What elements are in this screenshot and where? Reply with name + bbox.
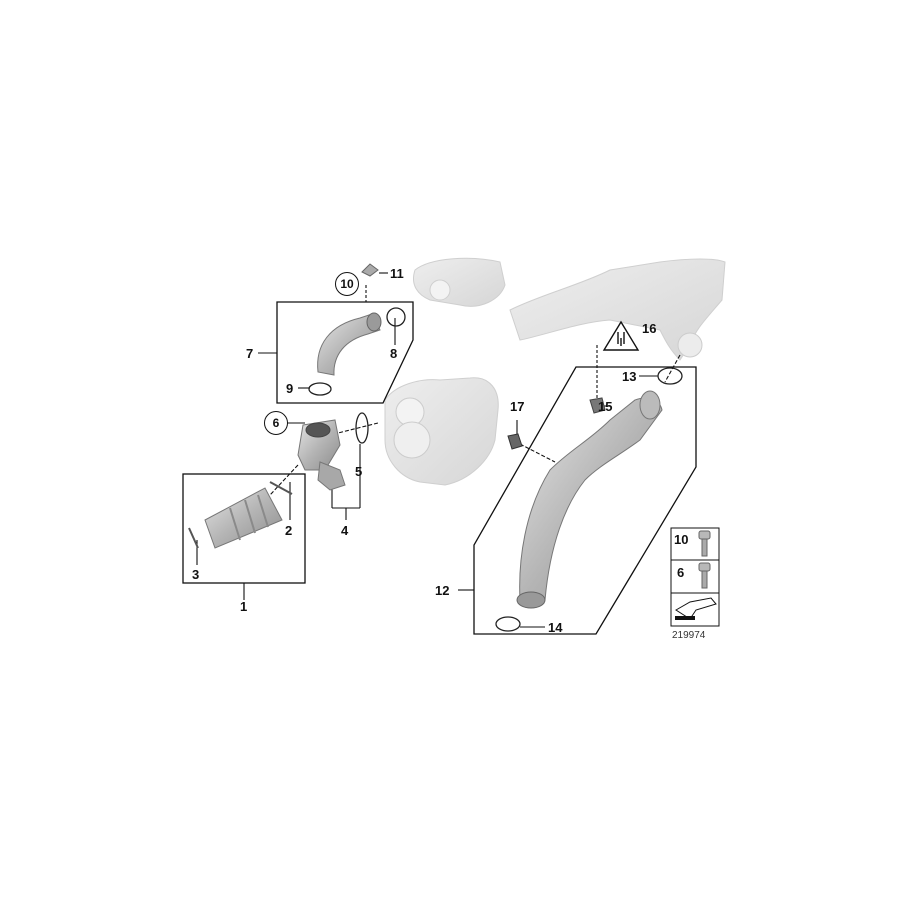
callout-2: 2 — [285, 523, 293, 538]
legend-item-6: 6 — [677, 565, 685, 580]
part-2-clamp — [269, 481, 293, 495]
legend-box — [670, 527, 720, 627]
callout-16: 16 — [642, 321, 657, 336]
turbo-upper-ghost — [413, 257, 506, 307]
part-7-bent-pipe — [317, 312, 382, 376]
part-17-sensor — [507, 433, 523, 450]
callout-12: 12 — [435, 583, 450, 598]
callout-3: 3 — [192, 567, 200, 582]
callout-14: 14 — [548, 620, 563, 635]
callout-8: 8 — [390, 346, 398, 361]
part-15-sensor — [589, 397, 606, 414]
figure-number: 219974 — [672, 630, 706, 641]
part-14-o-ring — [495, 616, 521, 632]
legend-item-10: 10 — [674, 532, 689, 547]
bolt-icon — [698, 530, 711, 557]
part-3-clamp — [188, 527, 199, 549]
group-box-7 — [276, 301, 414, 404]
exhaust-manifold-ghost — [509, 258, 726, 361]
bolt-icon — [698, 562, 711, 589]
part-11-bracket — [361, 263, 379, 277]
callout-11: 11 — [390, 266, 404, 281]
turbocharger-ghost — [384, 377, 499, 486]
part-13-o-ring — [657, 367, 683, 385]
direction-arrow-icon — [675, 597, 717, 620]
part-8-o-ring — [386, 307, 406, 327]
callout-10: 10 — [335, 272, 359, 296]
callout-7: 7 — [246, 346, 254, 361]
group-box-12 — [473, 366, 697, 635]
part-16-electrical-warning-icon — [602, 320, 640, 351]
callout-9: 9 — [286, 381, 294, 396]
callout-6: 6 — [264, 411, 288, 435]
callout-17: 17 — [510, 399, 525, 414]
part-9-o-ring — [308, 382, 332, 396]
part-5-o-ring — [355, 412, 369, 444]
callout-15: 15 — [598, 399, 613, 414]
part-12-charge-pipe — [516, 390, 663, 609]
part-1-corrugated-hose — [204, 487, 283, 549]
callout-1: 1 — [240, 599, 248, 614]
callout-5: 5 — [355, 464, 363, 479]
part-6-intake-housing — [297, 419, 346, 491]
callout-4: 4 — [341, 523, 349, 538]
callout-13: 13 — [622, 369, 637, 384]
